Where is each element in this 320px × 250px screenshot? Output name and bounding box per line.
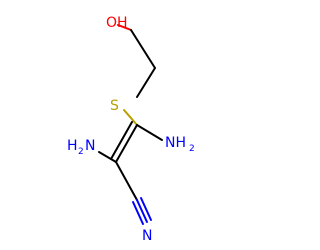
bond-cn-3	[140, 197, 152, 221]
amine-right-subscript: 2	[189, 144, 195, 154]
amine-left-subscript: 2	[78, 147, 84, 157]
bond-o-c1	[117, 24, 132, 31]
molecule-structure: OH S NH 2 H 2 N N	[67, 15, 195, 244]
sulfur-label: S	[110, 98, 119, 114]
amine-left-n-label: N	[85, 138, 95, 154]
bond-cn-1	[136, 199, 148, 223]
bond-c3-c4-b	[110, 121, 133, 160]
bond-c4-c5	[115, 161, 138, 201]
nitrile-n-label: N	[142, 228, 152, 244]
hydroxyl-label: OH	[106, 15, 128, 31]
bond-c3-c4-a	[115, 124, 138, 163]
bonds	[98, 24, 163, 225]
amine-left-h-label: H	[67, 138, 78, 154]
bond-cn-2	[132, 201, 144, 225]
bond-s-c3	[123, 109, 138, 126]
bond-c4-nh2	[98, 151, 117, 163]
bond-c3-nh2	[136, 124, 163, 141]
bond-c1-c2	[130, 29, 156, 69]
bond-c2-s	[136, 67, 156, 98]
amine-right-label: NH	[165, 135, 186, 151]
